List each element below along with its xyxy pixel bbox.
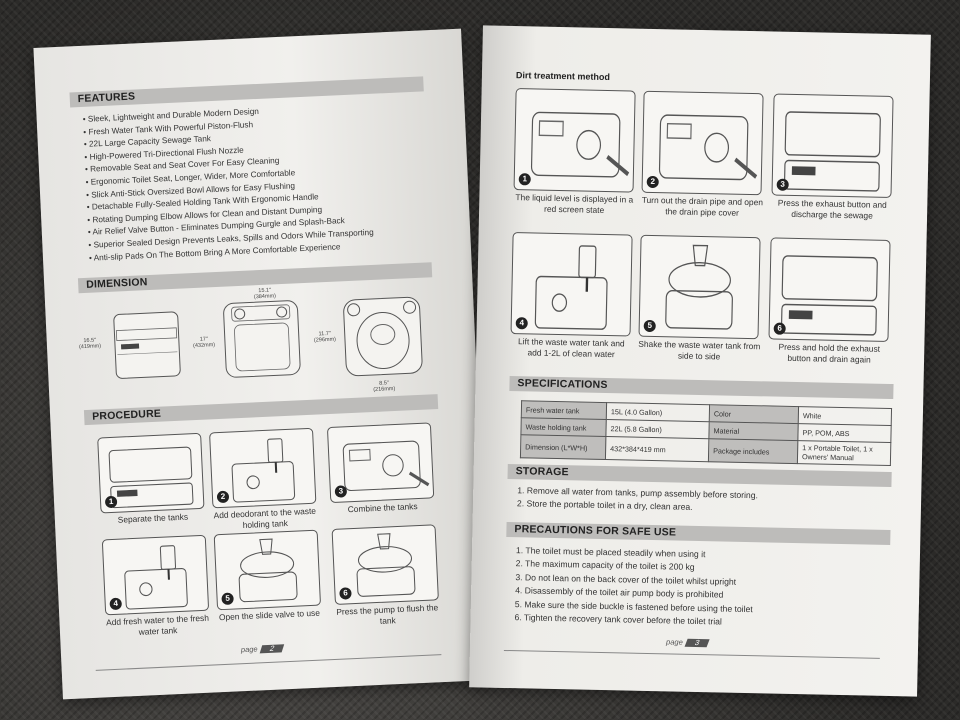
spec-value: 15L (4.0 Gallon) [606,402,710,422]
dirt-step-caption: Shake the waste water tank from side to … [638,338,761,362]
dirt-step-caption: Turn out the drain pipe and open the dra… [641,194,764,218]
dirt-step-illustration: 3 [771,93,894,198]
spec-value: 432*384*419 mm [605,436,709,462]
procedure-caption: Open the slide valve to use [218,607,321,623]
dimension-side-view [105,303,189,387]
dirt-step-caption: Lift the waste water tank and add 1-2L o… [517,336,625,360]
spec-key: Material [708,421,799,441]
page-label-right: page [666,637,683,647]
spec-key: Package includes [708,438,798,464]
spec-key: Fresh water tank [521,400,607,420]
dirt-step-illustration: 6 [768,237,891,342]
procedure-caption: Add fresh water to the fresh water tank [105,612,210,637]
page-label: page [240,644,258,655]
spec-key: Waste holding tank [520,417,607,437]
precautions-list: 1. The toilet must be placed steadily wh… [514,544,896,632]
footer-rule [95,654,442,671]
spec-value: 22L (5.8 Gallon) [605,419,710,439]
dirt-step-illustration: 5 [638,234,761,340]
storage-heading: STORAGE [507,463,892,488]
procedure-illustration: 5 [213,529,322,611]
page-number-value-right: 3 [684,638,710,648]
procedure-caption: Separate the tanks [117,511,189,525]
page-number-value: 2 [259,644,284,654]
dirt-treatment-heading: Dirt treatment method [515,70,611,83]
bowl-depth-note: 11.7"(296mm) [313,330,337,344]
dirt-step-caption: The liquid level is displayed in a red s… [515,192,634,215]
precautions-heading: PRECAUTIONS FOR SAFE USE [506,521,891,546]
procedure-caption: Add deodorant to the waste holding tank [213,505,317,531]
footer-rule-right [503,649,880,659]
manual-page-left: FEATURES Sleek, Lightweight and Durable … [33,28,491,700]
dirt-step-caption: Press the exhaust button and discharge t… [777,197,887,221]
bowl-width-note: 8.5"(216mm) [373,380,396,393]
dirt-step-caption: Press and hold the exhaust button and dr… [778,341,881,365]
procedure-illustration: 3 [326,422,435,504]
width-note: 15.1"(384mm) [253,287,277,301]
depth-note: 17"(432mm) [192,336,216,350]
dimension-top-view [217,294,309,384]
procedure-caption: Press the pump to flush the tank [336,602,439,626]
dirt-step-illustration: 1 [513,88,636,193]
features-list: Sleek, Lightweight and Durable Modern De… [82,98,448,265]
specifications-heading: SPECIFICATIONS [509,376,894,400]
procedure-caption: Combine the tanks [347,501,418,515]
height-note: 16.5"(419mm) [78,337,102,351]
storage-list: 1. Remove all water from tanks, pump ass… [517,484,897,519]
procedure-illustration: 6 [331,524,439,605]
procedure-heading: PROCEDURE [83,394,439,426]
dirt-step-illustration: 2 [641,90,764,196]
spec-value: PP, POM, ABS [797,423,892,443]
spec-value: White [798,406,892,426]
procedure-illustration: 2 [209,427,317,509]
dimension-bowl-view [339,293,427,381]
spec-value: 1 x Portable Toilet, 1 x Owners' Manual [797,440,891,466]
spec-key: Dimension (L*W*H) [520,434,606,460]
spec-key: Color [709,404,799,424]
procedure-illustration: 1 [97,432,205,514]
procedure-illustration: 4 [101,534,210,616]
dirt-step-illustration: 4 [510,232,633,337]
